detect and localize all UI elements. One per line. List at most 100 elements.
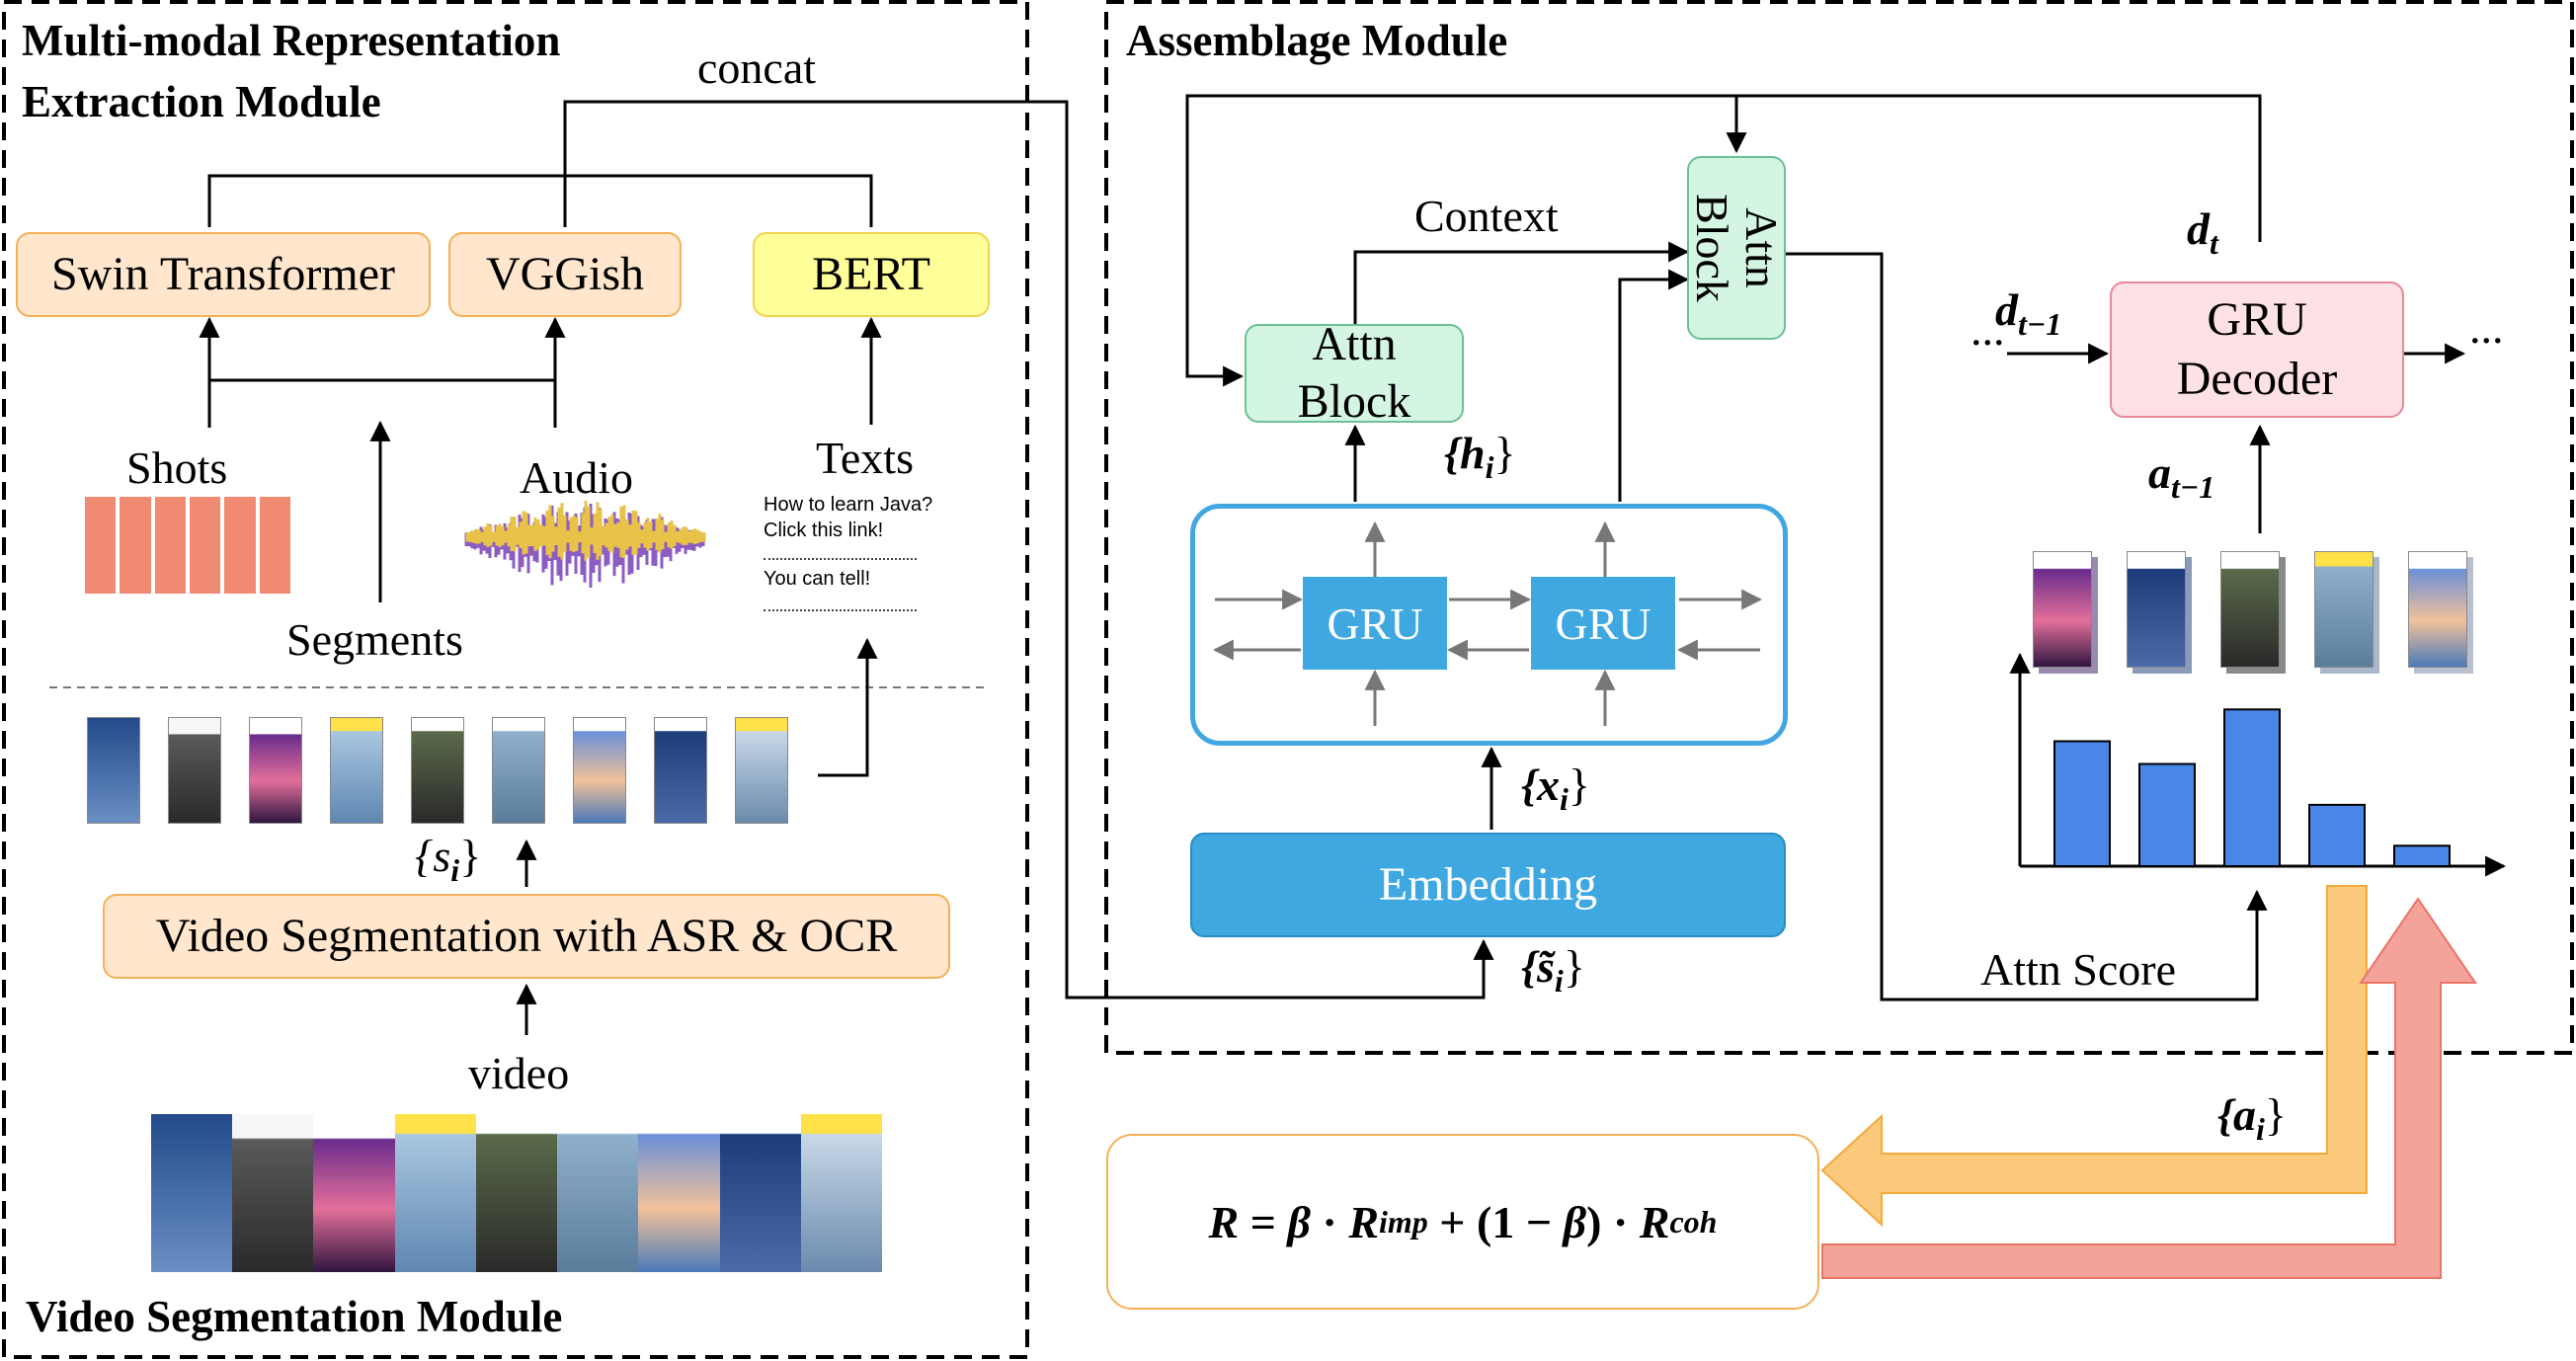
candidate-thumb — [2314, 551, 2374, 668]
segment-thumb — [492, 717, 545, 824]
attn-score-bar — [2053, 740, 2111, 867]
concat-line — [563, 100, 1494, 1000]
extraction-title-line: Multi-modal Representation Extraction Mo… — [22, 16, 561, 126]
video-label: video — [468, 1048, 570, 1098]
extraction-module-title: Multi-modal Representation Extraction Mo… — [22, 10, 560, 132]
embedding-label: Embedding — [1378, 858, 1598, 911]
video-seg-label: Video Segmentation with ASR & OCR — [155, 910, 898, 962]
s-tilde-sub: i — [1554, 963, 1564, 1000]
shot-block — [154, 497, 186, 594]
video-frame — [800, 1114, 882, 1272]
text-sample-1: How to learn Java? — [764, 494, 933, 516]
shot-block — [259, 497, 290, 594]
reward-plus: + — [1427, 1196, 1478, 1247]
video-frame — [557, 1114, 639, 1272]
arrow-to-texts — [818, 637, 878, 777]
reward-feedback-arrow — [1821, 897, 2477, 1279]
dt-sub: t — [2210, 225, 2218, 262]
xi-brace: {x — [1521, 760, 1561, 810]
video-frames-strip — [151, 1114, 882, 1272]
segment-thumb — [168, 717, 221, 824]
reward-Rimp: R — [1348, 1196, 1380, 1247]
si-sub: i — [450, 852, 460, 889]
attn-score-label: Attn Score — [1980, 944, 2177, 995]
gru-cell-1: GRU — [1303, 577, 1447, 670]
text-divider — [764, 558, 917, 560]
ai-close: } — [2264, 1089, 2287, 1140]
assemblage-module-border — [1104, 0, 2574, 1055]
selected-thumbnails — [2033, 545, 2482, 703]
ai-label: {ai} — [2217, 1088, 2287, 1148]
text-sample-2: Click this link! — [764, 520, 884, 541]
video-frame — [151, 1114, 233, 1272]
si-brace: {s — [415, 831, 451, 881]
s-tilde-close: } — [1563, 941, 1585, 992]
xi-close: } — [1568, 760, 1590, 810]
dt1-symbol: d — [1995, 284, 2018, 335]
attn-block-b-label: Attn Block — [1687, 194, 1788, 302]
bert-box: BERT — [753, 232, 990, 317]
at1-sub: t−1 — [2171, 469, 2215, 506]
reward-dot2: · — [1601, 1196, 1640, 1247]
video-frame — [232, 1114, 314, 1272]
attn-block-b: Attn Block — [1687, 156, 1788, 340]
gru-cell-1-label: GRU — [1327, 598, 1423, 649]
split-line — [207, 378, 557, 428]
s-tilde-brace: {s̃ — [1521, 941, 1555, 992]
segment-thumb — [654, 717, 707, 824]
candidate-thumb — [2127, 551, 2186, 668]
attn-score-bar — [2308, 803, 2366, 868]
video-frame — [313, 1114, 395, 1272]
segments-label: Segments — [286, 614, 463, 665]
reward-beta2: β — [1563, 1196, 1587, 1247]
shot-block — [85, 497, 117, 594]
video-segmentation-box: Video Segmentation with ASR & OCR — [103, 894, 950, 979]
dt1-label: dt−1 — [1995, 283, 2061, 343]
candidate-thumb — [2220, 551, 2280, 668]
dt-symbol: d — [2187, 203, 2210, 254]
texts-label: Texts — [816, 433, 914, 483]
ai-feedback-arrow — [1820, 885, 2368, 1228]
hi-sub: i — [1485, 449, 1494, 486]
swin-transformer-box: Swin Transformer — [16, 232, 431, 317]
at1-label: at−1 — [2148, 446, 2214, 506]
xi-label: {xi} — [1521, 759, 1590, 818]
at1-symbol: a — [2148, 447, 2171, 498]
segment-thumb — [735, 717, 788, 824]
s-tilde-label: {s̃i} — [1521, 940, 1585, 1000]
context-line — [1353, 241, 1690, 324]
extraction-module-border — [2, 0, 1029, 1359]
reward-Rcoh: R — [1639, 1196, 1670, 1247]
ai-brace: {a — [2217, 1089, 2257, 1140]
segment-thumbnails — [87, 717, 798, 826]
reward-beta: β — [1287, 1196, 1311, 1247]
context-label: Context — [1414, 191, 1559, 241]
video-frame — [475, 1114, 558, 1272]
attn-score-bar — [2393, 844, 2451, 867]
shot-block — [189, 497, 221, 594]
reward-paren-close: ) — [1586, 1196, 1602, 1247]
audio-label: Audio — [520, 452, 633, 503]
si-close: } — [459, 831, 482, 881]
bert-label: BERT — [812, 248, 930, 300]
candidate-thumb — [2408, 551, 2467, 668]
segment-thumb — [87, 717, 140, 824]
segment-thumb — [330, 717, 383, 824]
reward-dot: · — [1310, 1196, 1349, 1247]
reward-R: R — [1208, 1196, 1240, 1247]
embedding-box: Embedding — [1190, 833, 1786, 937]
attn-score-bar — [2138, 762, 2196, 867]
segment-thumb — [411, 717, 464, 824]
shot-block — [120, 497, 151, 594]
reward-coh-sub: coh — [1669, 1203, 1718, 1240]
video-frame — [719, 1114, 801, 1272]
attn-score-chart — [2053, 708, 2451, 868]
encoder-bus — [207, 174, 873, 227]
gru-cell-2-label: GRU — [1555, 598, 1651, 649]
reward-eq: = — [1239, 1196, 1288, 1247]
concat-label: concat — [697, 42, 817, 93]
hi-close: } — [1493, 428, 1516, 478]
xi-sub: i — [1560, 781, 1569, 818]
reward-paren: (1 − — [1477, 1196, 1564, 1247]
